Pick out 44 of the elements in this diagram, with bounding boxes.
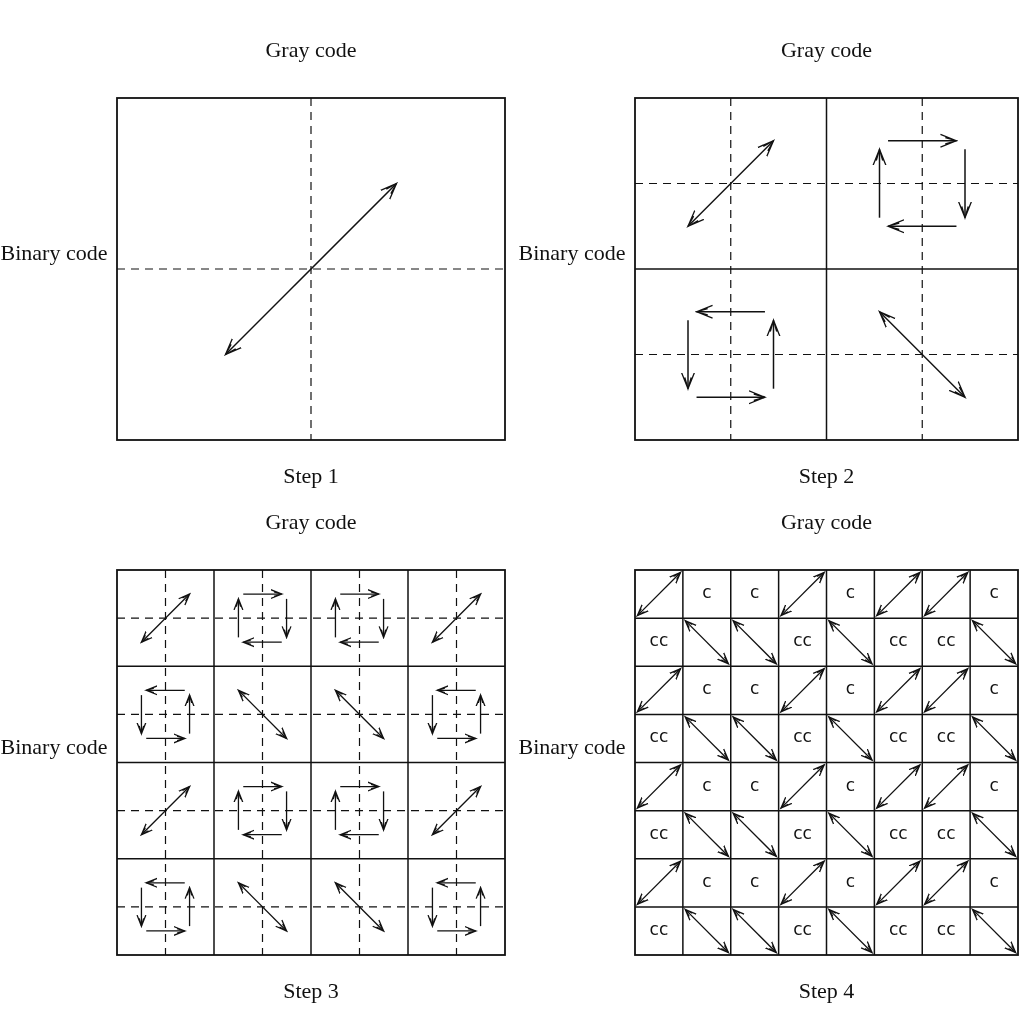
cell-label: c — [701, 870, 713, 891]
cell-label: c — [701, 582, 713, 603]
cell-label: c — [988, 774, 1000, 795]
caption: Step 4 — [797, 977, 856, 1005]
axis-label: Binary code — [0, 239, 109, 267]
axis-label: Binary code — [517, 239, 627, 267]
cell-label: cc — [648, 822, 670, 843]
cell-label: c — [749, 582, 761, 603]
cell-label: c — [844, 774, 857, 795]
caption: Step 2 — [797, 462, 856, 490]
cell-label: c — [844, 678, 857, 699]
cell-label: cc — [887, 822, 909, 843]
cell-label: cc — [792, 726, 813, 747]
axis-label: Gray code — [264, 36, 358, 64]
cell-label: c — [988, 870, 1000, 891]
cell-label: cc — [792, 918, 813, 939]
cell-label: cc — [935, 918, 957, 939]
cell-label: c — [701, 774, 713, 795]
cell-label: c — [988, 582, 1000, 603]
cell-label: cc — [887, 726, 909, 747]
cell-label: c — [749, 870, 761, 891]
cell-label: c — [701, 678, 713, 699]
cell-label: cc — [887, 630, 909, 651]
cell-label: cc — [648, 918, 670, 939]
cell-label: c — [988, 678, 1000, 699]
cell-label: c — [749, 774, 761, 795]
cell-label: c — [844, 870, 857, 891]
cell-label: cc — [792, 630, 813, 651]
axis-label: Gray code — [264, 508, 358, 536]
caption: Step 1 — [282, 462, 340, 490]
cell-label: cc — [648, 630, 670, 651]
axis-label: Gray code — [780, 508, 873, 536]
cell-label: c — [844, 582, 857, 603]
cell-label: cc — [792, 822, 813, 843]
cell-label: cc — [935, 726, 957, 747]
cell-label: c — [749, 678, 761, 699]
cell-label: cc — [935, 822, 957, 843]
cell-label: cc — [887, 918, 909, 939]
axis-label: Binary code — [0, 732, 109, 761]
axis-label: Gray code — [780, 36, 873, 64]
cell-label: cc — [935, 630, 957, 651]
caption: Step 3 — [282, 977, 340, 1005]
axis-label: Binary code — [517, 732, 627, 761]
cell-label: cc — [648, 726, 670, 747]
